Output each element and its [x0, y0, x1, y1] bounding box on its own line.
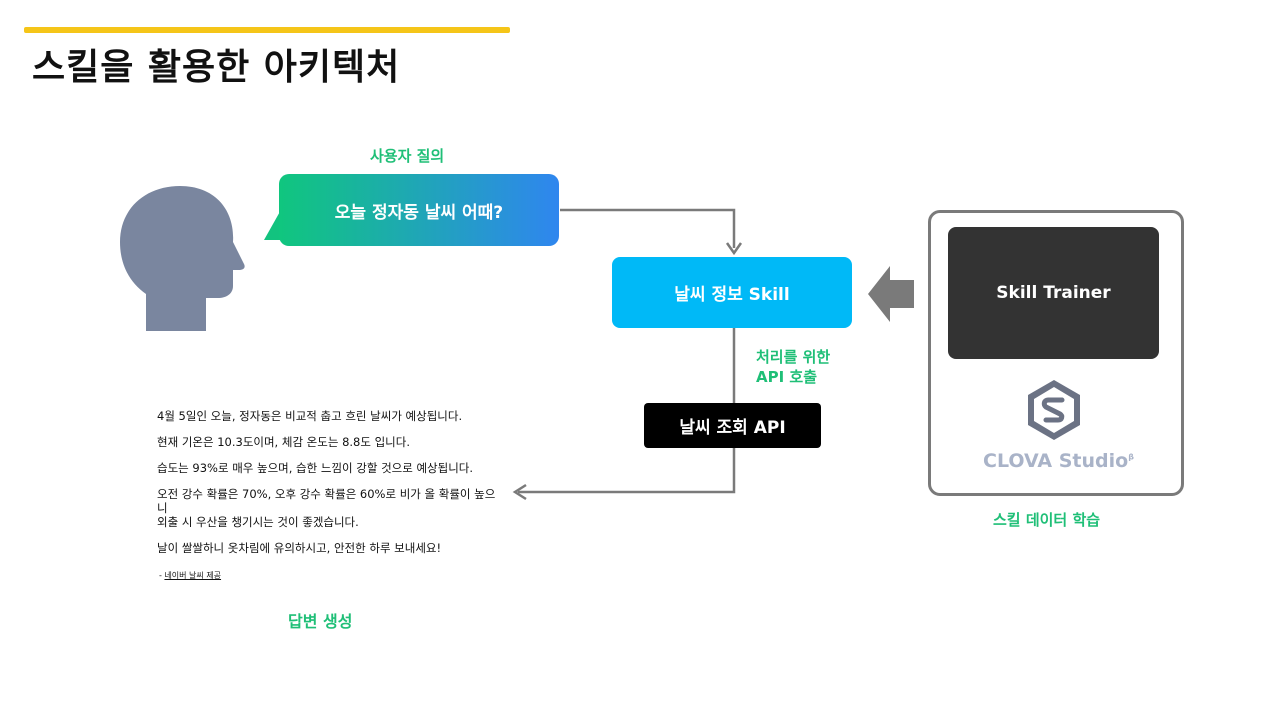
clova-studio-wordmark: CLOVA Studioβ	[983, 450, 1134, 472]
answer-source-prefix: -	[159, 571, 165, 580]
skill-data-training-label: 스킬 데이터 학습	[993, 511, 1101, 529]
page-title: 스킬을 활용한 아키텍처	[32, 47, 401, 88]
answer-line: 4월 5일인 오늘, 정자동은 비교적 춥고 흐린 날씨가 예상됩니다.	[157, 409, 463, 423]
weather-api-box: 날씨 조회 API	[644, 403, 821, 448]
answer-line: 날이 쌀쌀하니 옷차림에 유의하시고, 안전한 하루 보내세요!	[157, 541, 442, 555]
bubble-tail	[264, 208, 282, 240]
api-call-label-line1: 처리를 위한	[756, 348, 831, 366]
clova-studio-logo-icon	[1028, 380, 1080, 440]
arrow-left-icon	[868, 266, 914, 322]
api-call-label: 처리를 위한 API 호출	[756, 347, 830, 387]
answer-generation-label: 답변 생성	[288, 612, 353, 631]
answer-source-link: 네이버 날씨 제공	[164, 571, 222, 580]
answer-text-block: 4월 5일인 오늘, 정자동은 비교적 춥고 흐린 날씨가 예상됩니다. 현재 …	[157, 409, 502, 583]
clova-studio-beta: β	[1128, 452, 1134, 462]
query-bubble: 오늘 정자동 날씨 어때?	[279, 174, 559, 246]
api-call-label-line2: API 호출	[756, 368, 818, 386]
weather-skill-box: 날씨 정보 Skill	[612, 257, 852, 328]
answer-source: - 네이버 날씨 제공	[157, 569, 502, 583]
answer-line: 오전 강수 확률은 70%, 오후 강수 확률은 60%로 비가 올 확률이 높…	[157, 487, 496, 529]
accent-bar	[24, 27, 510, 33]
answer-line: 습도는 93%로 매우 높으며, 습한 느낌이 강할 것으로 예상됩니다.	[157, 461, 474, 475]
answer-line: 현재 기온은 10.3도이며, 체감 온도는 8.8도 입니다.	[157, 435, 410, 449]
skill-trainer-box: Skill Trainer	[948, 227, 1159, 359]
user-query-label: 사용자 질의	[370, 147, 445, 165]
clova-studio-name: CLOVA Studio	[983, 450, 1129, 472]
user-head-icon	[120, 186, 245, 331]
